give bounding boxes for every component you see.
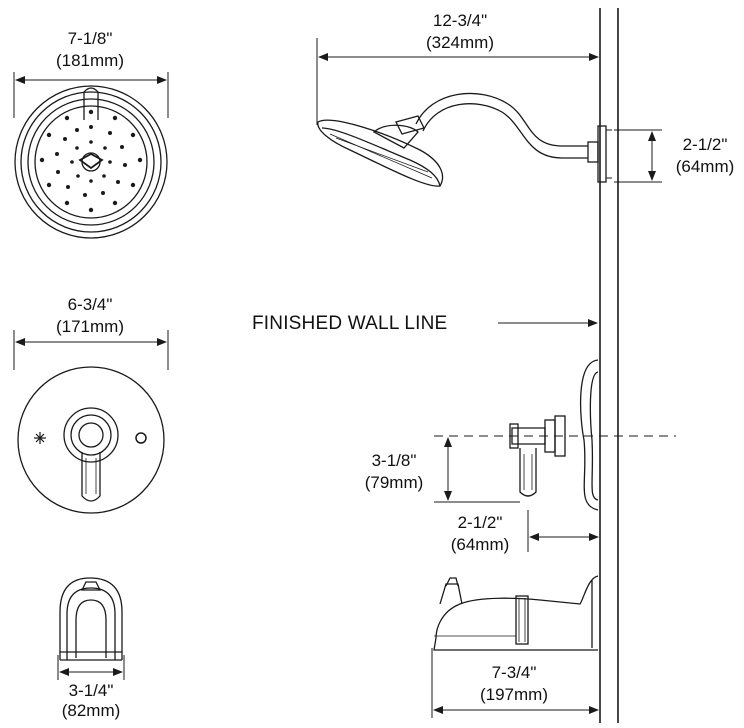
tub-spout-side-view: [431, 575, 599, 718]
handle-drop-metric: (79mm): [364, 473, 424, 492]
valve-side-view: [434, 359, 676, 552]
showerhead-side-view: [316, 38, 662, 187]
spray-nozzles: [39, 109, 143, 213]
showerhead-reach-metric: (324mm): [425, 33, 494, 52]
trim-width-imperial: 6-3/4": [67, 295, 113, 314]
handle-projection-imperial: 2-1/2": [457, 513, 503, 532]
showerhead-reach-imperial: 12-3/4": [432, 11, 488, 30]
spout-width-imperial: 3-1/4": [68, 681, 114, 700]
arm-height-metric: (64mm): [675, 157, 735, 176]
spout-reach-metric: (197mm): [479, 685, 548, 704]
hot-indicator-icon: [135, 432, 147, 444]
showerhead-width-metric: (181mm): [55, 51, 124, 70]
valve-trim-front-view: [13, 330, 169, 514]
showerhead-front-view: [13, 72, 169, 239]
finished-wall-label: FINISHED WALL LINE: [252, 313, 448, 334]
spout-reach-imperial: 7-3/4": [491, 663, 537, 682]
spout-width-metric: (82mm): [61, 701, 121, 720]
showerhead-width-imperial: 7-1/8": [67, 29, 113, 48]
handle-projection-metric: (64mm): [450, 535, 510, 554]
trim-width-metric: (171mm): [55, 317, 124, 336]
tub-spout-front-view: [57, 577, 125, 680]
arm-height-imperial: 2-1/2": [682, 135, 728, 154]
handle-drop-imperial: 3-1/8": [371, 451, 417, 470]
cold-indicator-icon: [34, 432, 46, 444]
